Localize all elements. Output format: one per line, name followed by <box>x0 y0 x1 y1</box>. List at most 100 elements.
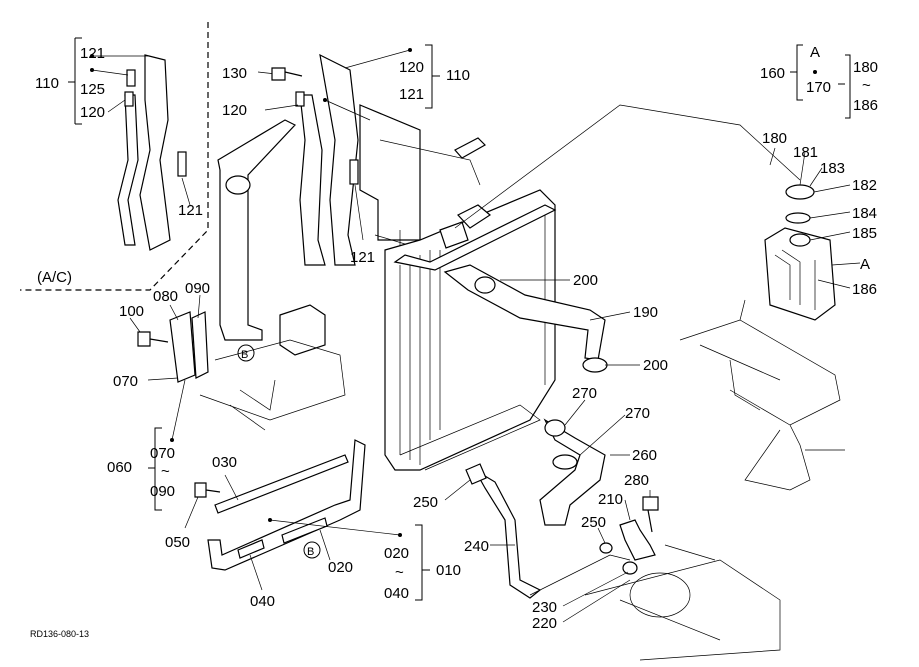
dot-010 <box>398 533 402 537</box>
label-121c: 121 <box>399 86 424 103</box>
leader-182 <box>813 184 851 193</box>
support-bracket <box>217 119 296 341</box>
label-125: 125 <box>80 81 105 98</box>
leader-220 <box>562 579 631 623</box>
label-010: 010 <box>436 562 461 579</box>
reference-code: RD136-080-13 <box>30 629 89 639</box>
seal-plate-020 <box>207 439 366 571</box>
bracket-060 <box>148 427 162 511</box>
leader-040 <box>249 554 263 591</box>
label-120b: 120 <box>222 102 247 119</box>
label-183: 183 <box>820 160 845 177</box>
clip-120b <box>295 91 305 107</box>
bracket-010 <box>415 524 430 601</box>
frame-right <box>679 299 845 491</box>
leader-184 <box>809 211 851 219</box>
clip-121-left <box>177 151 187 177</box>
leader-230 <box>562 571 629 607</box>
leader-183 <box>809 167 823 187</box>
label-160: 160 <box>760 65 785 82</box>
hood-latch <box>454 137 486 159</box>
label-184: 184 <box>852 205 877 222</box>
bracket-180-186 <box>838 54 851 119</box>
leader-020 <box>319 529 331 561</box>
label-185: 185 <box>852 225 877 242</box>
fitting-250 <box>599 542 613 554</box>
drain-hose-240 <box>473 468 542 599</box>
leader-120c <box>344 49 411 69</box>
frame-lower-right <box>584 544 781 661</box>
label-050: 050 <box>165 534 190 551</box>
washer-230 <box>622 561 638 575</box>
frame-hole <box>629 572 691 618</box>
label-tilde2: ~ <box>395 564 404 581</box>
clip-120 <box>124 91 134 107</box>
label-060: 060 <box>107 459 132 476</box>
leader-121d <box>354 184 364 241</box>
leader-080 <box>169 304 179 321</box>
clamp-200a <box>474 276 496 294</box>
leader-070 <box>147 377 179 381</box>
lower-hose-260 <box>539 418 606 526</box>
clamp-270b <box>552 454 578 470</box>
pad-080 <box>169 311 196 383</box>
label-181: 181 <box>793 144 818 161</box>
label-200a: 200 <box>573 272 598 289</box>
leader-186 <box>817 279 851 289</box>
leader-060 <box>171 379 186 441</box>
label-020-range: 020 <box>384 545 409 562</box>
label-100: 100 <box>119 303 144 320</box>
label-186: 186 <box>852 281 877 298</box>
leader-A2 <box>831 262 861 266</box>
tank-neck-185 <box>789 233 811 247</box>
label-240: 240 <box>464 538 489 555</box>
label-121d: 121 <box>350 249 375 266</box>
bolt-050 <box>194 482 221 498</box>
clamp-270a <box>544 419 566 437</box>
label-120a: 120 <box>80 104 105 121</box>
leader-090 <box>197 294 201 319</box>
radiator-cap <box>457 204 492 229</box>
label-040: 040 <box>250 593 275 610</box>
leader-181 <box>799 151 806 186</box>
label-B1: B <box>241 349 248 361</box>
label-090: 090 <box>185 280 210 297</box>
leader-120b <box>264 104 299 111</box>
label-B2: B <box>307 546 314 558</box>
label-180: 180 <box>762 130 787 147</box>
clip-121-right <box>349 159 359 185</box>
bolt-280 <box>642 496 659 533</box>
support-tube <box>225 175 251 195</box>
label-121b: 121 <box>178 202 203 219</box>
label-110a: 110 <box>35 75 59 92</box>
drain-valve <box>465 463 487 485</box>
bracket-110-right <box>425 44 440 109</box>
bracket-160 <box>790 44 803 101</box>
label-tilde1: ~ <box>161 463 170 480</box>
label-180-range: 180 <box>853 59 878 76</box>
label-190: 190 <box>633 304 658 321</box>
label-090-range: 090 <box>150 483 175 500</box>
label-250a: 250 <box>413 494 438 511</box>
label-040-range: 040 <box>384 585 409 602</box>
label-270a: 270 <box>572 385 597 402</box>
pin-125 <box>126 69 136 87</box>
dot-A1 <box>813 70 817 74</box>
dot-060 <box>170 438 174 442</box>
leader-100 <box>129 317 141 333</box>
cap-181 <box>785 184 815 200</box>
leader-050 <box>184 496 199 529</box>
leader-185 <box>809 231 851 241</box>
label-030: 030 <box>212 454 237 471</box>
label-200b: 200 <box>643 357 668 374</box>
label-A2: A <box>860 256 870 273</box>
leader-030 <box>224 474 239 501</box>
leader-250b <box>597 527 606 544</box>
dot-121c <box>323 98 327 102</box>
bracket-110-left <box>68 37 82 125</box>
dot-seal <box>268 518 272 522</box>
pad-090 <box>191 311 209 379</box>
seal-020-strip <box>281 517 328 544</box>
